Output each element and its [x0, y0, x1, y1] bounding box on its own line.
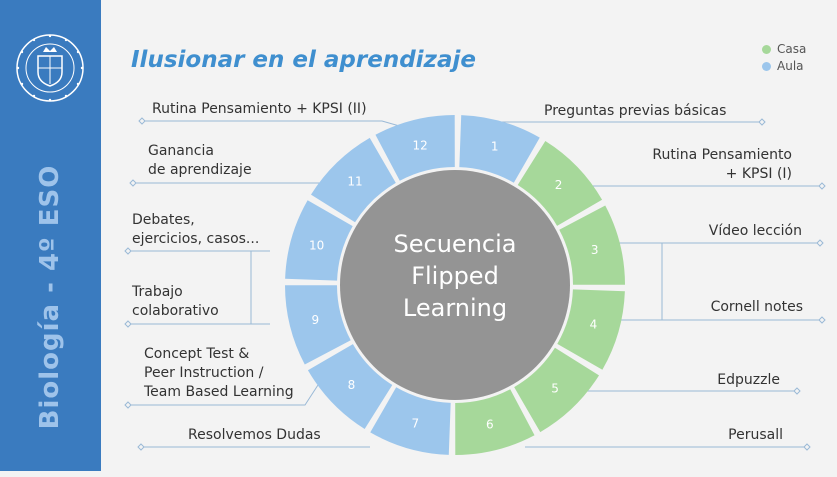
ring-segment-7: [370, 387, 451, 455]
ring-segment-4: [557, 289, 625, 370]
label-step-10-line-1: Debates,: [132, 212, 195, 228]
ring-segment-9: [285, 285, 351, 365]
label-step-1: Preguntas previas básicas: [544, 103, 727, 119]
ring-segment-number-6: 6: [486, 418, 494, 432]
label-step-11-line-2: de aprendizaje: [148, 162, 252, 178]
ring-segment-6: [455, 389, 535, 455]
center-line-2: Flipped: [411, 262, 499, 290]
ring-segment-number-11: 11: [347, 174, 362, 188]
ring-segment-number-2: 2: [555, 178, 563, 192]
label-step-9-line-1: Trabajo: [132, 284, 183, 300]
label-step-2: Rutina Pensamiento + KPSI (I): [622, 146, 792, 184]
center-line-3: Learning: [402, 294, 508, 322]
school-logo: [16, 34, 84, 102]
ring-segment-number-9: 9: [311, 313, 319, 327]
label-step-11: Ganancia de aprendizaje: [148, 142, 252, 180]
ring-segment-2: [517, 140, 603, 226]
label-step-8-line-1: Concept Test &: [144, 346, 250, 362]
label-step-8-line-3: Team Based Learning: [144, 384, 294, 400]
label-step-8: Concept Test & Peer Instruction / Team B…: [144, 345, 294, 402]
ring-segment-5: [514, 347, 600, 433]
label-step-9: Trabajo colaborativo: [132, 283, 219, 321]
legend-casa-swatch: [762, 44, 771, 54]
center-circle: [340, 170, 570, 400]
legend-casa-label: Casa: [777, 42, 807, 56]
slide-title: Ilusionar en el aprendizaje: [131, 47, 476, 73]
ring-segment-number-5: 5: [551, 382, 559, 396]
label-step-5: Edpuzzle: [717, 372, 780, 388]
center-title: Secuencia Flipped Learning: [345, 228, 565, 324]
ring-segment-number-12: 12: [413, 138, 428, 152]
legend-casa: Casa: [762, 42, 806, 56]
legend-aula-swatch: [762, 61, 771, 71]
label-step-3: Vídeo lección: [708, 223, 802, 239]
label-step-11-line-1: Ganancia: [148, 143, 214, 159]
label-step-9-line-2: colaborativo: [132, 303, 219, 319]
ring-segment-12: [375, 115, 455, 181]
ring-segment-3: [559, 205, 625, 285]
label-step-4: Cornell notes: [710, 299, 803, 315]
label-step-10: Debates, ejercicios, casos...: [132, 211, 259, 249]
ring-segment-number-1: 1: [491, 140, 499, 154]
ring-segment-number-10: 10: [309, 238, 324, 252]
label-step-7: Resolvemos Dudas: [188, 427, 321, 443]
legend-aula-label: Aula: [777, 59, 804, 73]
label-step-2-line-2: + KPSI (I): [725, 166, 792, 182]
label-step-12: Rutina Pensamiento + KPSI (II): [152, 101, 367, 117]
ring-segment-number-8: 8: [348, 378, 356, 392]
label-step-6: Perusall: [728, 427, 783, 443]
label-step-8-line-2: Peer Instruction /: [144, 365, 264, 381]
ring-segment-number-3: 3: [591, 243, 599, 257]
ring-segment-10: [285, 200, 353, 281]
ring-segment-1: [459, 115, 540, 183]
ring-segment-number-7: 7: [411, 416, 419, 430]
center-line-1: Secuencia: [393, 230, 517, 258]
label-step-10-line-2: ejercicios, casos...: [132, 231, 260, 247]
legend-aula: Aula: [762, 59, 804, 73]
ring-segment-number-4: 4: [590, 318, 598, 332]
label-step-2-line-1: Rutina Pensamiento: [652, 147, 792, 163]
ring-segment-11: [310, 137, 396, 223]
sidebar: Biología - 4º ESO: [0, 0, 101, 471]
ring-segment-8: [307, 344, 393, 430]
